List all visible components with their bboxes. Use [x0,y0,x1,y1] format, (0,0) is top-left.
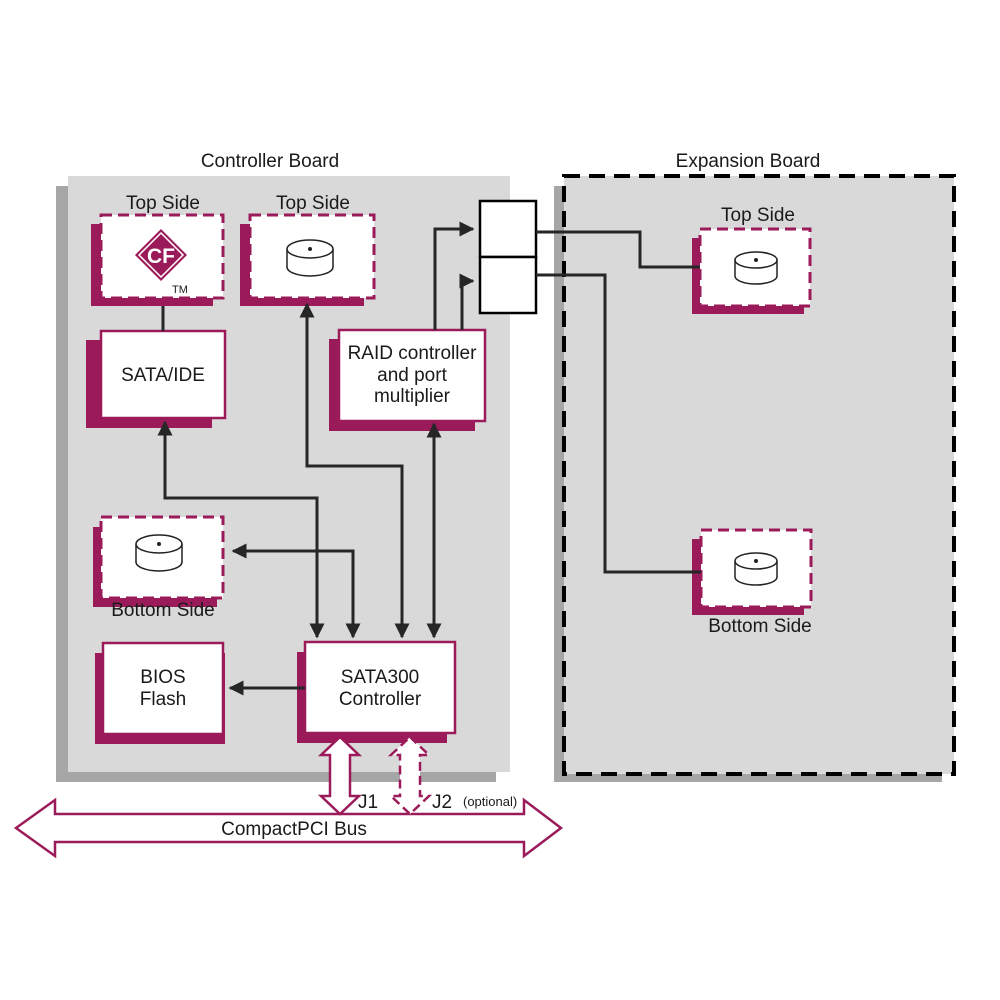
j2-optional-note: (optional) [463,794,517,809]
expansion-disk-slot-bottom [692,528,813,615]
trademark-mark: TM [172,284,188,296]
sata300-to-bottom-disk-link [231,543,361,639]
sata-connector-ports [478,199,538,315]
raid-to-port2-link [459,273,475,330]
hard-disk-icon [286,239,334,277]
raid-to-port1-link [433,221,475,330]
disk-slot-top [240,213,376,306]
j1-connector-arrow [317,735,363,816]
bottom-disk-label: Bottom Side [111,600,215,621]
raid-label-line3: multiplier [374,386,451,407]
disk-slot-bottom [93,515,225,607]
hard-disk-icon [135,534,183,572]
cf-logo-text: CF [147,245,175,268]
raid-label-line1: RAID controller [348,343,477,364]
j2-label: J2 [432,792,452,813]
sata-ide-block: SATA/IDE [86,329,227,428]
hard-disk-icon [734,552,778,586]
sata-ide-label: SATA/IDE [121,365,205,386]
bios-flash-block: BIOS Flash [95,641,225,744]
cf-slot-label: Top Side [126,193,200,214]
sata300-controller-block: SATA300 Controller [297,640,457,743]
top-disk-label: Top Side [276,193,350,214]
compactpci-bus-arrow [13,797,564,859]
raid-controller-block: RAID controller and port multiplier [329,328,487,431]
bios-label-line2: Flash [140,689,186,710]
cf-card-slot: CF TM [91,213,225,306]
bios-label-line1: BIOS [140,667,185,688]
sata300-label-line2: Controller [339,689,422,710]
expansion-top-label: Top Side [721,205,795,226]
sata300-to-top-disk-link [299,302,410,639]
expansion-disk-slot-top [692,227,812,314]
expansion-board-title: Expansion Board [676,151,821,172]
compactflash-logo-icon: CF TM [135,229,188,296]
compactpci-bus-label: CompactPCI Bus [221,819,367,840]
j1-label: J1 [358,792,378,813]
j2-connector-arrow [387,735,433,816]
raid-label-line2: and port [377,365,447,386]
port1-to-expansion-top-link [536,230,700,269]
port2-to-expansion-bottom-link [536,273,701,574]
expansion-bottom-label: Bottom Side [708,616,812,637]
connection-lines [157,221,701,696]
sata300-label-line1: SATA300 [341,667,420,688]
controller-board-title: Controller Board [201,151,339,172]
hard-disk-icon [734,251,778,285]
